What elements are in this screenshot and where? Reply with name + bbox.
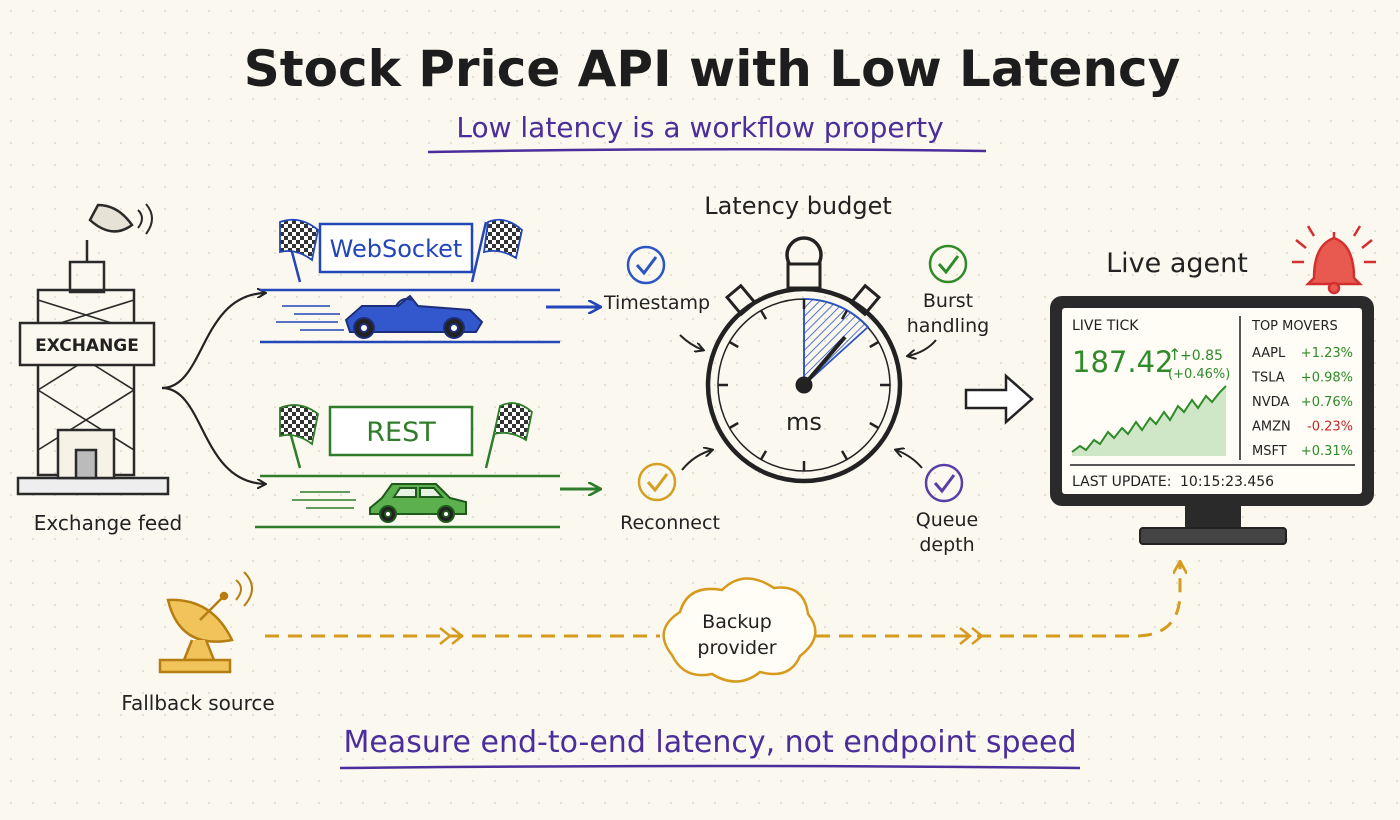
- rest-banner: [328, 405, 474, 457]
- check-queue-label-1: Queue: [916, 509, 978, 531]
- websocket-banner: [318, 222, 474, 274]
- page-subtitle: Low latency is a workflow property: [456, 111, 943, 144]
- speed-lines: [276, 305, 344, 331]
- output-arrow-icon: [964, 373, 1034, 425]
- footer-underline: [339, 764, 1081, 770]
- check-queue-label-2: depth: [919, 534, 974, 556]
- mover-change: +0.31%: [1301, 444, 1353, 459]
- race-car-icon: [344, 294, 484, 339]
- alarm-bell-icon: [1292, 225, 1376, 295]
- cloud-label-2: provider: [697, 637, 776, 659]
- websocket-label: WebSocket: [330, 235, 463, 263]
- stopwatch-tick: [869, 421, 880, 430]
- mover-change: +1.23%: [1301, 346, 1353, 361]
- stopwatch-tick: [759, 309, 768, 320]
- live-tick-label: LIVE TICK: [1072, 318, 1139, 334]
- checkered-flag-icon: [470, 218, 523, 283]
- cloud-icon: [662, 577, 817, 683]
- satellite-dish-icon: [158, 571, 253, 674]
- stopwatch-ticks: [718, 299, 890, 471]
- top-movers-title: TOP MOVERS: [1251, 319, 1338, 334]
- mover-symbol: AMZN: [1252, 420, 1291, 435]
- speed-lines: [292, 491, 356, 509]
- checkered-flag-icon: [279, 218, 319, 283]
- live-tick-price: 187.42: [1072, 345, 1173, 379]
- check-icon: [626, 245, 666, 285]
- mover-change: +0.98%: [1301, 371, 1353, 386]
- checkered-flag-icon: [484, 402, 533, 469]
- exchange-caption: Exchange feed: [34, 511, 182, 535]
- footer-message: Measure end-to-end latency, not endpoint…: [343, 725, 1076, 760]
- check-icon: [928, 244, 968, 284]
- last-update-label: LAST UPDATE:: [1072, 474, 1171, 490]
- checkered-flag-icon: [279, 404, 319, 469]
- check-icon: [637, 462, 677, 502]
- mover-symbol: TSLA: [1251, 371, 1285, 386]
- exchange-sign-box: [18, 321, 156, 367]
- check-icon: [924, 463, 964, 503]
- fallback-path-right: [816, 562, 1180, 638]
- mover-symbol: AAPL: [1252, 346, 1286, 361]
- branch-arrow-rest: [161, 386, 265, 484]
- live-agent-title: Live agent: [1106, 248, 1248, 279]
- latency-budget-title: Latency budget: [704, 192, 892, 220]
- top-movers-list: AAPL +1.23% TSLA +0.98% NVDA +0.76% AMZN -0.23%…: [1251, 346, 1353, 459]
- branch-arrow-websocket: [161, 293, 265, 390]
- stopwatch-tick: [728, 340, 739, 349]
- check-burst-label-1: Burst: [923, 290, 973, 312]
- stopwatch-tick: [840, 450, 849, 461]
- mover-symbol: MSFT: [1252, 444, 1287, 459]
- check-timestamp-label: Timestamp: [603, 292, 710, 314]
- check-reconnect-label: Reconnect: [620, 512, 720, 534]
- stopwatch-tick: [840, 309, 849, 320]
- fallback-caption: Fallback source: [121, 691, 274, 715]
- mover-symbol: NVDA: [1252, 395, 1289, 410]
- up-arrow-icon: ↑: [1168, 345, 1181, 364]
- stopwatch-tick: [869, 340, 880, 349]
- live-tick-change-pct: (+0.46%): [1168, 367, 1230, 382]
- exchange-sign: EXCHANGE: [35, 336, 139, 356]
- live-tick-change: +0.85: [1180, 348, 1223, 364]
- mover-change: -0.23%: [1307, 420, 1353, 435]
- last-update-time: 10:15:23.456: [1180, 474, 1274, 490]
- page-title: Stock Price API with Low Latency: [244, 40, 1181, 98]
- rest-label: REST: [366, 417, 436, 448]
- live-tick-sparkline: [1071, 385, 1227, 456]
- stopwatch-icon: [705, 236, 903, 484]
- stopwatch-tick: [728, 421, 739, 430]
- car-icon: [369, 483, 467, 523]
- subtitle-underline: [427, 147, 987, 154]
- mover-change: +0.76%: [1301, 395, 1353, 410]
- cloud-label-1: Backup: [702, 611, 772, 633]
- check-burst-label-2: handling: [907, 315, 989, 337]
- stopwatch-unit: ms: [786, 408, 822, 436]
- stopwatch-tick: [759, 450, 768, 461]
